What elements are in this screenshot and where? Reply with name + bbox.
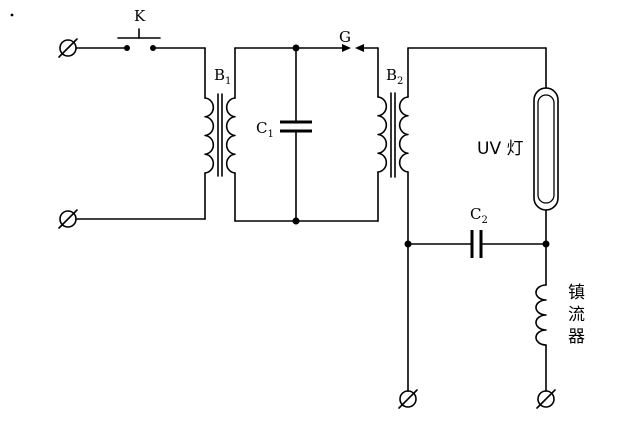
uv-lamp-label: UV 灯 xyxy=(477,139,523,159)
transformer-b2-label: B2 xyxy=(386,66,403,87)
uv-lamp xyxy=(533,87,559,211)
switch-k-label: K xyxy=(134,7,146,25)
ballast-label-line2: 流 xyxy=(568,305,585,325)
spark-gap-g-label: G xyxy=(339,28,351,46)
output-terminal-left xyxy=(398,389,418,409)
ballast-label-line1: 镇 xyxy=(568,283,585,303)
input-terminal-bottom xyxy=(58,209,78,229)
tank-circuit xyxy=(234,44,379,225)
spark-gap-g xyxy=(342,44,379,52)
capacitor-c2-label: C2 xyxy=(470,205,488,226)
output-terminal-right xyxy=(536,389,556,409)
input-terminal-top xyxy=(58,38,78,58)
stray-mark xyxy=(10,13,14,17)
ballast-label-line3: 器 xyxy=(568,327,585,347)
capacitor-c2 xyxy=(407,230,547,258)
transformer-b2 xyxy=(377,47,409,245)
capacitor-c1 xyxy=(280,47,312,222)
capacitor-c1-label: C1 xyxy=(256,119,274,140)
transformer-b1 xyxy=(75,47,236,222)
ballast-inductor xyxy=(535,284,547,346)
transformer-b1-label: B1 xyxy=(214,66,231,87)
output-wiring xyxy=(404,47,550,392)
switch-k xyxy=(75,28,206,51)
